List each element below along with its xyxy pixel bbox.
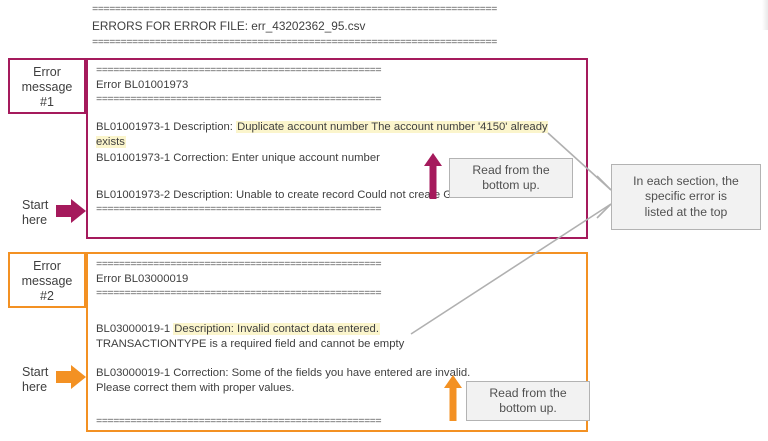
error-2-separator-mid: ========================================… (96, 287, 382, 300)
read-bottom-up-arrow-2-icon (444, 375, 462, 421)
callout-read-bottom-up-2: Read from the bottom up. (466, 381, 590, 421)
error-message-1-label-line3: #1 (40, 95, 54, 109)
error-file-title: ERRORS FOR ERROR FILE: err_43202362_95.c… (92, 19, 366, 33)
error-1-separator-mid: ========================================… (96, 93, 382, 106)
header-separator-top: ========================================… (92, 4, 497, 16)
read-bottom-up-arrow-1-icon (424, 153, 442, 199)
callout-read-2-line1: Read from the (489, 385, 567, 400)
error-2-title: Error BL03000019 (96, 273, 189, 285)
start-here-2-line2: here (22, 380, 48, 394)
error-1-line-1-prefix: BL01001973-1 Description: (96, 120, 237, 133)
error-message-2-label-line1: Error (33, 259, 61, 273)
error-2-line-1-highlight: Description: Invalid contact data entere… (173, 322, 380, 335)
start-here-arrow-2-icon (56, 365, 86, 389)
error-message-1-label-line1: Error (33, 65, 61, 79)
callout-read-2-line2: bottom up. (499, 401, 557, 415)
error-2-line-3: BL03000019-1 Correction: Some of the fie… (96, 366, 471, 395)
error-2-separator-bottom: ========================================… (96, 415, 382, 428)
callout-read-bottom-up-1: Read from the bottom up. (449, 158, 573, 198)
error-file-header: ========================================… (92, 4, 512, 50)
error-1-separator-top: ========================================… (96, 65, 382, 77)
error-2-line-2: TRANSACTIONTYPE is a required field and … (96, 338, 405, 350)
error-1-line-2: BL01001973-1 Correction: Enter unique ac… (96, 151, 380, 164)
start-here-label-2: Start here (22, 365, 68, 395)
error-2-line-1-prefix: BL03000019-1 (96, 322, 174, 335)
error-message-1-box: ========================================… (86, 58, 588, 239)
callout-read-1-line1: Read from the (472, 162, 550, 177)
page-edge-shading (762, 0, 768, 30)
connector-line-3 (596, 175, 612, 191)
callout-section-line1: In each section, the (633, 173, 739, 188)
error-1-line-3: BL01001973-2 Description: Unable to crea… (96, 189, 540, 201)
error-message-2-box: ========================================… (86, 252, 588, 432)
error-message-2-label-box: Error message #2 (8, 252, 86, 308)
error-1-line-1: BL01001973-1 Description: Duplicate acco… (96, 120, 578, 151)
error-message-2-label-line2: message (21, 274, 73, 288)
callout-section-line3: listed at the top (644, 204, 728, 219)
start-here-2-line1: Start (22, 365, 49, 379)
error-1-separator-bottom: ========================================… (96, 203, 382, 216)
error-2-line-1: BL03000019-1 Description: Invalid contac… (96, 322, 578, 338)
start-here-1-line2: here (22, 213, 48, 227)
error-message-1-label-line2: message (21, 80, 73, 94)
error-2-separator-top: ========================================… (96, 259, 382, 271)
error-message-1-label-box: Error message #1 (8, 58, 86, 114)
start-here-arrow-1-icon (56, 199, 86, 223)
error-1-title: Error BL01001973 (96, 79, 189, 91)
start-here-label-1: Start here (22, 198, 68, 228)
callout-read-1-line2: bottom up. (482, 178, 540, 192)
callout-section-line2: specific error is (645, 189, 727, 204)
callout-section-note: In each section, the specific error is l… (611, 164, 761, 230)
start-here-1-line1: Start (22, 198, 49, 212)
connector-line-4 (596, 203, 612, 219)
error-message-2-label-line3: #2 (40, 289, 54, 303)
header-separator-bottom: ========================================… (92, 37, 497, 49)
